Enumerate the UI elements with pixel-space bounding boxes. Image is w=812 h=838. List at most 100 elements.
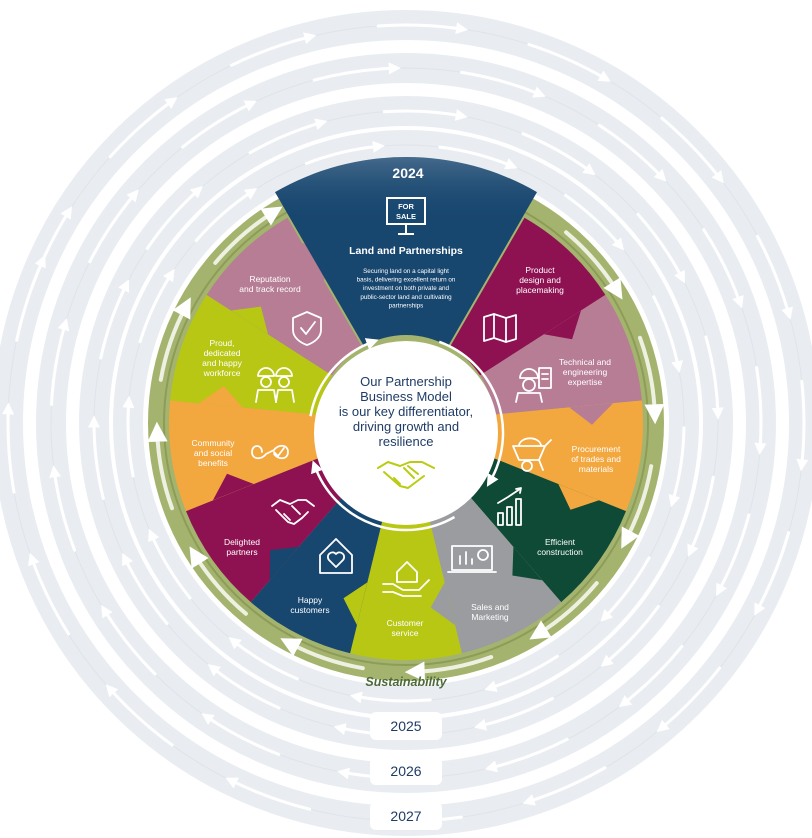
segment-label-line: Technical and (559, 357, 611, 367)
monitor-chart-icon (447, 545, 497, 573)
halo-arrow (754, 366, 767, 455)
ring-arrow (564, 230, 623, 300)
center-text: Our Partnership Business Model is our ke… (339, 374, 473, 449)
halo-arrow (668, 426, 686, 508)
ring-arrow (621, 464, 654, 549)
house-hand-icon (382, 561, 430, 597)
halo-arrow (687, 475, 715, 557)
segment-label-line: expertise (568, 377, 603, 387)
segment-label-line: Sales and (471, 602, 509, 612)
halo-arrow (105, 684, 174, 747)
halo-arrow (145, 186, 203, 250)
segment-reputation[interactable] (206, 217, 362, 376)
halo-arrow (49, 465, 77, 552)
segment-label-line: Reputation (249, 274, 290, 284)
year-2024: 2024 (392, 165, 423, 181)
future-year-halo-rings (0, 10, 812, 836)
halo-arrow (600, 604, 660, 667)
wheelbarrow-icon (512, 437, 552, 472)
halo-arrow (652, 295, 683, 373)
center-line-2: Business Model (360, 389, 452, 404)
halo-arrow (484, 654, 559, 692)
sustainability-ring-arrows (147, 206, 665, 682)
halo-arrow (312, 62, 401, 82)
segment-technical[interactable] (480, 294, 642, 415)
handshake-icon (377, 461, 435, 489)
segment-notch-delighted-partners (212, 473, 254, 501)
ring-arrow (404, 655, 494, 682)
center-line-4: driving growth and (353, 419, 459, 434)
segment-procurement[interactable] (487, 400, 643, 512)
ring-arrow (147, 421, 174, 511)
halo-arrow (564, 193, 625, 251)
segment-wedges (169, 217, 643, 660)
featured-description-line-1: Securing land on a capital light (363, 268, 449, 275)
ring-arrow (529, 581, 599, 640)
segment-community[interactable] (169, 400, 325, 512)
halo-arrow (248, 118, 328, 155)
halo-arrow (28, 552, 70, 636)
halo-arrow (484, 737, 569, 773)
halo-arrow (304, 140, 385, 165)
halo-arrow (636, 212, 685, 284)
halo-arrow (88, 189, 139, 264)
segment-label-line: materials (579, 464, 613, 474)
segment-label-line: Marketing (471, 612, 509, 622)
segment-notch-workforce (231, 306, 268, 335)
segment-notch-customer-service (343, 582, 368, 626)
segment-label-line: of trades and (571, 454, 621, 464)
halo-arrow (702, 228, 744, 309)
halo-arrow (438, 145, 518, 170)
segment-label-line: service (392, 628, 419, 638)
center-disc (314, 341, 498, 525)
segment-notch-procurement (558, 484, 600, 510)
halo-arrow (660, 116, 724, 184)
segment-label-line: partners (226, 547, 257, 557)
map-icon (483, 313, 517, 343)
center-cycle-arrows (309, 338, 505, 532)
halo-arrow (716, 513, 751, 597)
center-arrow-1 (438, 340, 505, 487)
halo-arrow (101, 605, 157, 676)
shield-check-icon (292, 311, 322, 346)
halo-arrow (15, 255, 46, 342)
halo-arrow (108, 97, 178, 159)
halo-arrow (99, 279, 130, 360)
segment-construction[interactable] (463, 455, 626, 603)
segment-product-design[interactable] (450, 217, 606, 376)
halo-arrow (656, 666, 722, 733)
halo-arrow (474, 697, 554, 731)
halo-arrow (618, 644, 684, 708)
segment-customer-service[interactable] (350, 508, 462, 660)
segment-label-line: and happy (202, 358, 242, 368)
year-2025: 2025 (390, 718, 421, 734)
segment-label-line: Community (192, 438, 236, 448)
segment-workforce[interactable] (170, 294, 332, 415)
segment-delighted-partners[interactable] (186, 455, 349, 603)
featured-description-line-5: partnerships (389, 302, 424, 309)
segment-icons (251, 311, 552, 597)
segment-label-line: Proud, (209, 338, 234, 348)
segment-label-line: Product (525, 265, 555, 275)
halo-arrow (194, 188, 258, 243)
halo-arrow (796, 379, 809, 472)
segment-notch-happy-customers (269, 546, 299, 581)
segment-notch-product-design (544, 310, 581, 340)
halo-arrow (225, 777, 312, 811)
halo-arrow (230, 32, 317, 67)
loop-check-icon (251, 444, 289, 460)
halo-arrow (754, 531, 791, 616)
ring-arrow (638, 335, 665, 425)
segment-notch-construction (512, 546, 543, 581)
segment-notch-technical (569, 403, 614, 425)
halo-arrow (600, 556, 651, 622)
